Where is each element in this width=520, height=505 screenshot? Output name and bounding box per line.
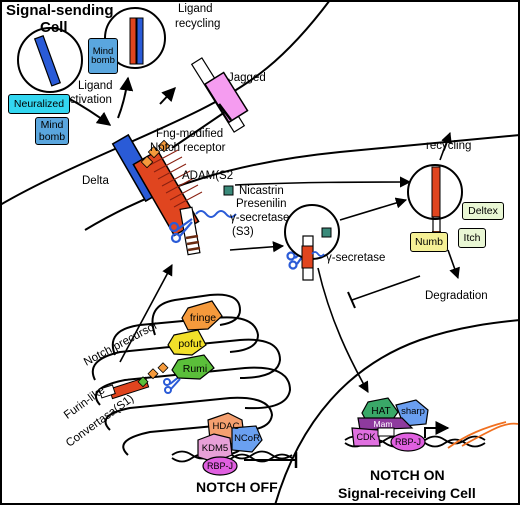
rumi-shape: [171, 354, 215, 380]
notch-off-label: NOTCH OFF: [196, 479, 278, 495]
fringe-label: fringe: [189, 311, 217, 324]
nicastrin-square: [223, 185, 234, 196]
itch-box: Itch: [458, 228, 486, 248]
jagged-receptor: [203, 71, 249, 124]
ncor-label: NCoR: [234, 433, 260, 445]
signal-receiving-label: Signal-receiving Cell: [338, 485, 476, 501]
fringe-shape: [181, 300, 223, 331]
transcript-2: [461, 422, 519, 447]
kdm5-label: KDM5: [201, 443, 229, 455]
endosome-secretase: [311, 251, 325, 257]
adam-label: ADAM(S2: [182, 170, 234, 182]
adam-protease: [195, 210, 237, 218]
sending-cell-membrane: [0, 0, 331, 206]
nicastrin-label: Nicastrin: [239, 185, 284, 197]
recycling-label: recycling: [426, 140, 472, 152]
precursor-stalk: [98, 384, 116, 399]
ligand-activation-arrow-down: [67, 97, 112, 126]
mind-bomb-vertical-line-2: bomb: [91, 55, 115, 66]
numb-box: Numb: [410, 232, 448, 252]
rbpj-on-label: RBP-J: [394, 436, 421, 447]
rumi-glycan: [137, 376, 149, 388]
cell-title: Cell: [40, 19, 68, 36]
arrow-to-endosome: [229, 241, 285, 253]
rbpj-off-shape: [202, 456, 238, 476]
ligand-activation-label-2: Activation: [62, 94, 112, 106]
transcript-1: [447, 421, 507, 449]
nicd-bound: [377, 427, 395, 437]
arrow-to-recycling-vesicle: [234, 176, 412, 188]
transcription-arrow: [424, 421, 450, 438]
signal-sending-title: Signal-sending: [6, 2, 114, 19]
ligand-recycling-label-1: Ligand: [178, 3, 213, 15]
recycled-notch: [431, 166, 441, 218]
notch-in-vesicle: [129, 17, 137, 65]
neuralized-box: Neuralized: [8, 94, 70, 114]
mind-bomb-vertical-line-1: Mind: [92, 45, 114, 57]
mam-label: Mam: [373, 418, 393, 429]
kdm5-shape: [197, 433, 233, 463]
hdac-label: HDAC: [212, 421, 240, 433]
fng-label-1: Fng-modified: [156, 128, 224, 140]
presenilin-label: Presenilin: [236, 198, 287, 210]
numb-inhibition-bar: [347, 291, 356, 309]
ligand-recycling-arrow-up: [117, 76, 134, 119]
delta-label: Delta: [82, 175, 109, 187]
hat-label: HAT: [371, 406, 391, 417]
numb-inhibition-line: [351, 275, 421, 301]
rumi-label: Rumi: [182, 362, 208, 375]
jagged-inhibition-line: [171, 111, 226, 149]
endosome-nicastrin: [321, 227, 332, 238]
fng-label-2: Notch receptor: [150, 142, 226, 154]
sharp-label: sharp: [401, 406, 425, 418]
delta-in-vesicle-left: [33, 35, 62, 87]
gamma-secretase-label-2: γ-secretase: [326, 252, 386, 264]
scissor-icon-3: [163, 375, 181, 394]
scissor-icon: [168, 218, 193, 244]
jagged-inhibition-bar: [218, 103, 232, 121]
notch-on-label: NOTCH ON: [370, 467, 445, 483]
arrow-nicd-to-nucleus: [317, 267, 369, 393]
mind-bomb-box: Mind bomb: [35, 117, 69, 145]
degradation-label: Degradation: [425, 290, 488, 302]
cdk-shape: [351, 427, 381, 447]
ncor-shape: [231, 425, 263, 453]
activation-arrow: [159, 86, 176, 105]
fringe-glycan-2: [157, 362, 169, 374]
mam-shape: [357, 417, 414, 431]
endosome-notch: [301, 245, 314, 269]
nuclear-membrane: [274, 319, 520, 505]
rbpj-on-shape: [390, 432, 426, 452]
pofut-label: pofut: [178, 337, 202, 350]
arrow-degradation: [447, 249, 460, 280]
rbpj-off-label: RBP-J: [206, 460, 233, 471]
ligand-recycling-label-2: recycling: [175, 18, 221, 30]
arrow-recycling: [439, 131, 452, 161]
jagged-label: Jagged: [228, 72, 266, 84]
fringe-glycan: [147, 368, 159, 380]
cdk-label: CDK: [356, 432, 376, 442]
deltex-box: Deltex: [462, 202, 504, 220]
gamma-secretase-label-1: γ-secretase: [230, 212, 290, 224]
arrow-endosome-to-vesicle: [339, 197, 408, 221]
delta-in-vesicle-right: [136, 17, 144, 65]
ligand-activation-label-1: Ligand: [78, 80, 113, 92]
fng-glycans: [140, 139, 171, 169]
s3-label: (S3): [232, 226, 254, 238]
pofut-shape: [167, 329, 207, 356]
arrow-precursor-to-membrane: [119, 264, 173, 363]
